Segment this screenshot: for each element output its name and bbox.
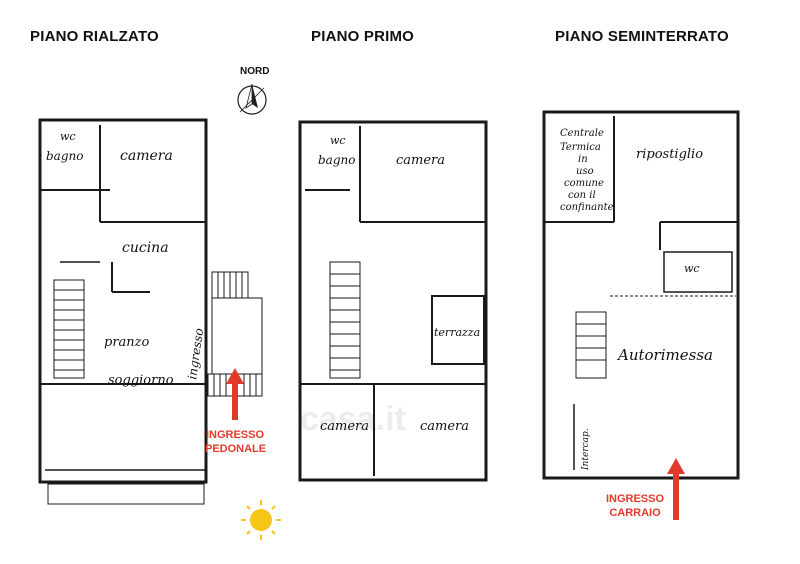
- plan-rialzato: [38, 118, 263, 505]
- compass-icon: [237, 83, 267, 115]
- label-semi-centrale-2: Termica: [560, 142, 601, 153]
- label-primo-camera-right: camera: [420, 419, 469, 434]
- label-semi-wc: wc: [684, 262, 700, 275]
- label-semi-centrale-1: Centrale: [560, 128, 604, 139]
- title-piano-primo: PIANO PRIMO: [311, 28, 415, 45]
- title-piano-seminterrato: PIANO SEMINTERRATO: [555, 28, 729, 45]
- label-rialzato-cucina: cucina: [122, 240, 169, 256]
- label-semi-centrale-6: con il: [568, 190, 596, 201]
- label-rialzato-camera: camera: [120, 148, 173, 164]
- label-semi-centrale-4: uso: [576, 166, 594, 177]
- arrow-up-icon: [667, 458, 685, 520]
- watermark: casa.it: [300, 400, 406, 438]
- sun-icon: [241, 500, 281, 540]
- label-primo-camera: camera: [396, 153, 445, 168]
- ingresso-pedonale-label: INGRESSO PEDONALE: [205, 428, 267, 456]
- label-primo-terrazza: terrazza: [434, 326, 480, 339]
- label-semi-autorimessa: Autorimessa: [616, 346, 713, 364]
- ingresso-pedonale-line-1: INGRESSO: [205, 429, 265, 441]
- label-rialzato-pranzo: pranzo: [104, 335, 150, 350]
- label-primo-camera-left: camera: [320, 419, 369, 434]
- plan-seminterrato: [542, 110, 740, 480]
- label-primo-wc: wc: [330, 134, 346, 147]
- arrow-up-icon: [226, 368, 244, 420]
- label-rialzato-wc: wc: [60, 130, 76, 143]
- label-semi-centrale-7: confinante: [560, 202, 614, 213]
- compass-label: NORD: [240, 66, 270, 77]
- ingresso-carraio-line-2: CARRAIO: [609, 507, 661, 519]
- title-piano-rialzato: PIANO RIALZATO: [30, 28, 159, 45]
- label-semi-centrale-5: comune: [564, 178, 604, 189]
- plan-primo: [298, 120, 488, 482]
- label-rialzato-bagno: bagno: [46, 149, 83, 163]
- label-primo-bagno: bagno: [318, 153, 355, 167]
- label-semi-centrale-3: in: [578, 154, 588, 165]
- ingresso-pedonale-line-2: PEDONALE: [205, 443, 267, 455]
- label-semi-intercapedine: Intercap.: [581, 428, 591, 471]
- label-rialzato-ingresso: ingresso: [185, 327, 206, 380]
- ingresso-carraio-line-1: INGRESSO: [605, 493, 665, 505]
- label-rialzato-soggiorno: soggiorno: [108, 373, 174, 388]
- ingresso-carraio-label: INGRESSO CARRAIO: [600, 492, 670, 520]
- label-semi-ripostiglio: ripostiglio: [636, 147, 703, 162]
